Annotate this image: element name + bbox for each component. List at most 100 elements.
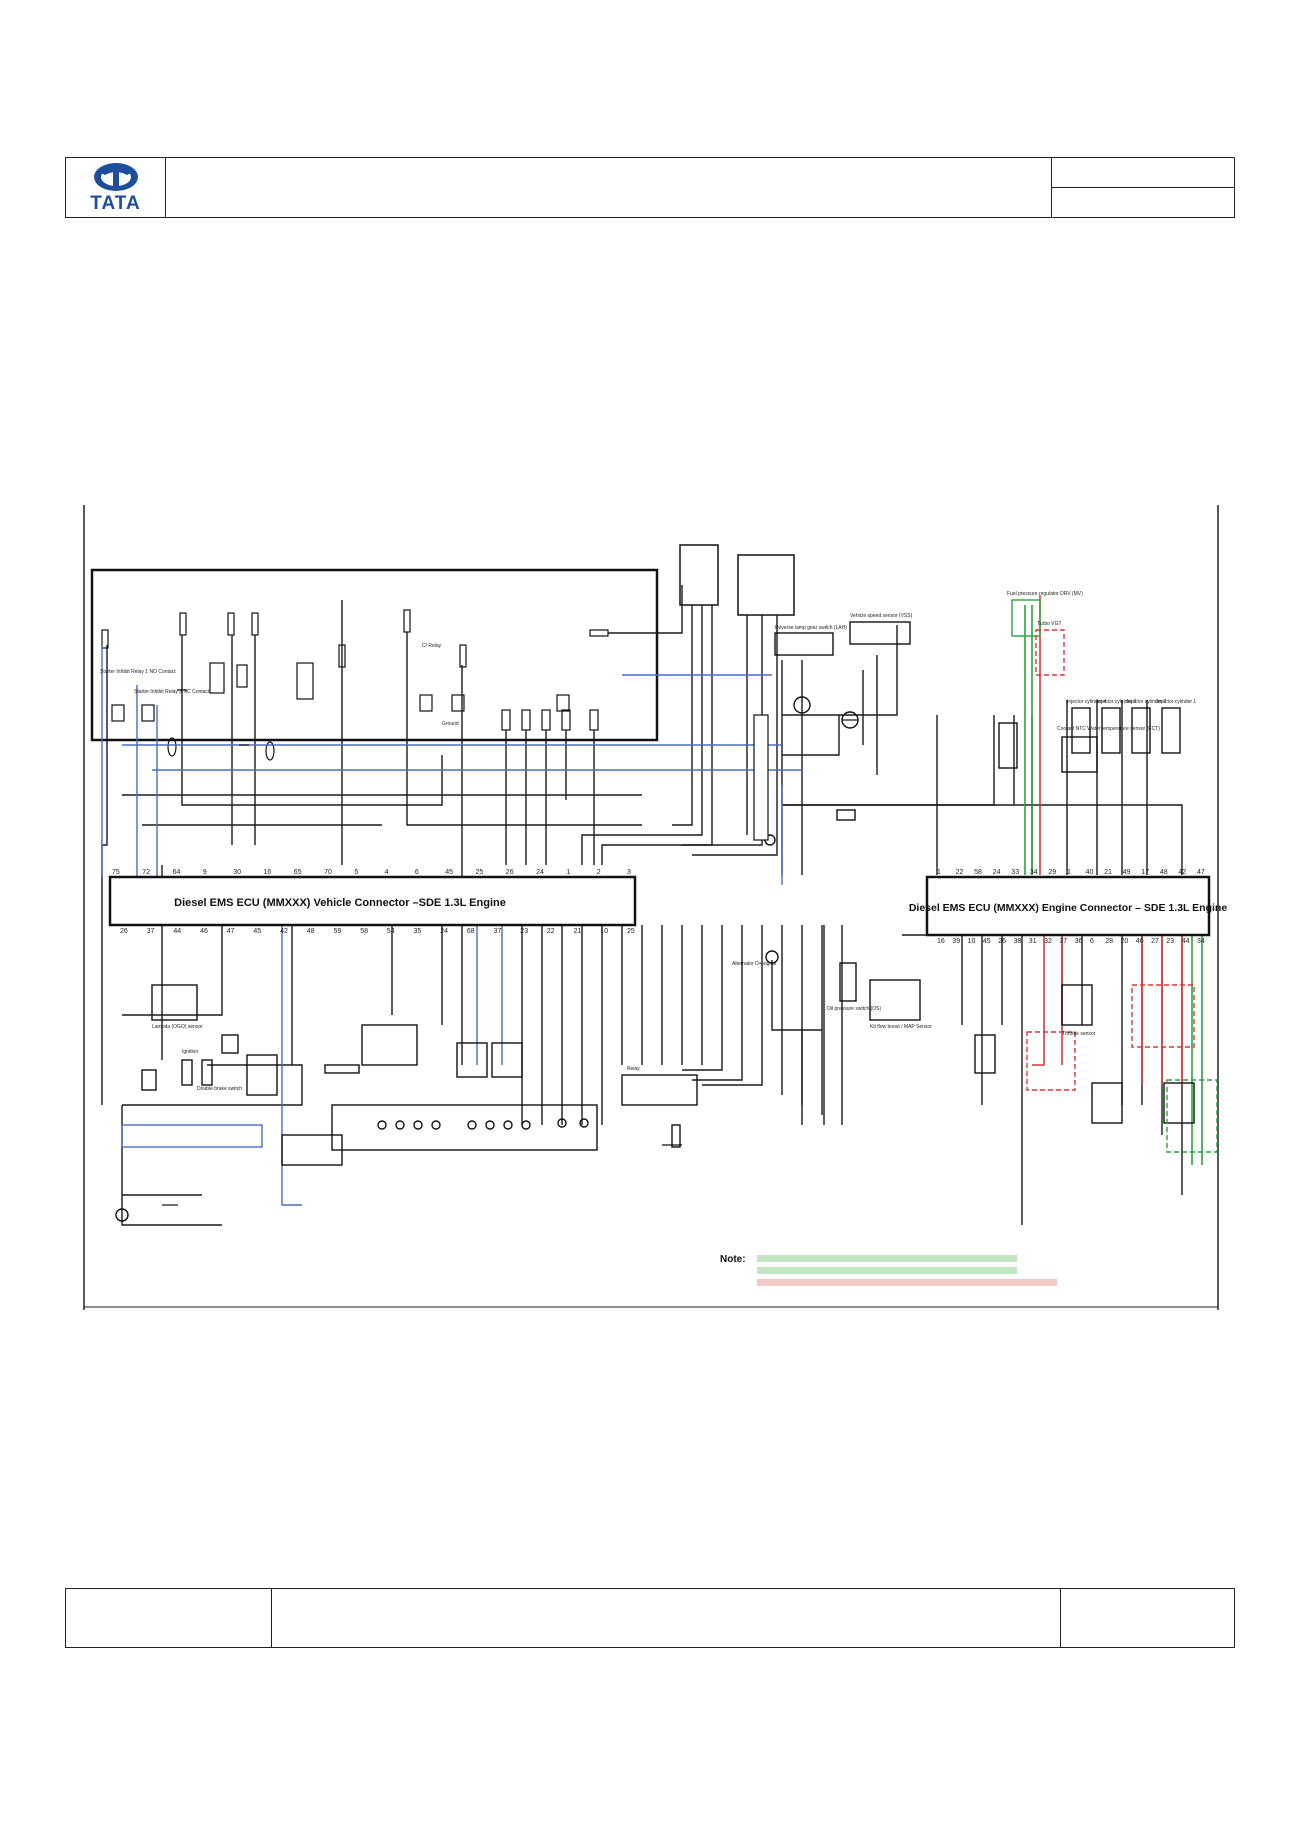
pin-label: 36: [1075, 938, 1083, 945]
pin-label: 1: [1067, 869, 1071, 876]
vehicle-connector-title: Diesel EMS ECU (MMXXX) Vehicle Connector…: [174, 897, 506, 909]
pin-label: 28: [1105, 938, 1113, 945]
connector-junction-box: [753, 714, 769, 841]
pin-label: 2: [597, 869, 601, 876]
alternator-label: Alternator D+ signal: [732, 961, 776, 967]
pin-label: 38: [1014, 938, 1022, 945]
pin-label: 54: [387, 928, 395, 935]
brake-switch-label: Double brake switch: [197, 1086, 242, 1092]
pin-label: 34: [1197, 938, 1205, 945]
pin-label: 24: [440, 928, 448, 935]
document-footer: [65, 1588, 1235, 1648]
pin-label: 39: [952, 938, 960, 945]
pin-label: 9: [203, 869, 207, 876]
pin-label: 6: [415, 869, 419, 876]
pin-label: 40: [1086, 869, 1094, 876]
pin-label: 59: [334, 928, 342, 935]
pin-label: 17: [1141, 869, 1149, 876]
vehicle-connector-box: [108, 875, 637, 927]
pin-label: 1: [566, 869, 570, 876]
pin-label: 70: [324, 869, 332, 876]
pin-label: 16: [264, 869, 272, 876]
pin-label: 72: [142, 869, 150, 876]
engine-connector-box: [925, 875, 1211, 937]
pin-label: 47: [227, 928, 235, 935]
pin-label: 26: [506, 869, 514, 876]
pin-label: 37: [1059, 938, 1067, 945]
pin-label: 58: [974, 869, 982, 876]
tata-logo-icon: [94, 163, 138, 191]
injector-1-label: Injector cylinder 1: [1157, 699, 1196, 705]
vehicle-speed-sensor-label: Vehicle speed sensor (VSS): [850, 613, 913, 619]
throttle-sensor-label: Throttle sensor: [1062, 1031, 1096, 1037]
engine-connector-title: Diesel EMS ECU (MMXXX) Engine Connector …: [909, 902, 1228, 914]
pin-label: 32: [1044, 938, 1052, 945]
footer-left-cell: [66, 1589, 272, 1647]
pin-label: 25: [627, 928, 635, 935]
map-sensor-label: Kit flow boost / MAP Sensor: [870, 1024, 932, 1030]
pin-label: 24: [536, 869, 544, 876]
pin-label: 4: [385, 869, 389, 876]
injector-4-label: Injector cylinder 4: [1067, 699, 1106, 705]
pin-label: 16: [937, 938, 945, 945]
pin-label: 42: [1178, 869, 1186, 876]
pin-label: 24: [993, 869, 1001, 876]
coolant-sensor-label: Coolant NTC Water temperature sensor (EC…: [1057, 726, 1160, 732]
pin-label: 46: [200, 928, 208, 935]
pin-label: 26: [998, 938, 1006, 945]
pin-label: 26: [120, 928, 128, 935]
ignition-label: Ignition: [182, 1049, 198, 1055]
pin-label: 21: [1104, 869, 1112, 876]
injector-3-label: Injector cylinder 3: [1097, 699, 1136, 705]
logo-cell: TATA: [66, 158, 166, 217]
rail-pressure-regulator-label: Fuel pressure regulator DRV (MV): [1007, 591, 1083, 597]
relay-box-label: Relay: [627, 1066, 640, 1072]
pin-label: 44: [173, 928, 181, 935]
header-right-cell: [1051, 158, 1234, 217]
pin-label: 10: [968, 938, 976, 945]
pin-label: 27: [1151, 938, 1159, 945]
pin-label: 64: [173, 869, 181, 876]
brand-wordmark: TATA: [90, 193, 141, 214]
starter-relay-nc-label: Starter Inhibit Relay 2 NC Contact: [134, 689, 210, 695]
pin-label: 48: [307, 928, 315, 935]
pin-label: 23: [1166, 938, 1174, 945]
fuse-relay-box: [90, 568, 659, 742]
pin-label: 65: [294, 869, 302, 876]
pin-label: 47: [1197, 869, 1205, 876]
pin-label: 44: [1182, 938, 1190, 945]
pin-label: 25: [476, 869, 484, 876]
pin-label: 37: [147, 928, 155, 935]
pin-label: 20: [1121, 938, 1129, 945]
ground-label: Ground: [442, 721, 459, 727]
pin-label: 45: [983, 938, 991, 945]
turbo-label: Turbo VGT: [1037, 621, 1062, 627]
pin-label: 29: [1048, 869, 1056, 876]
footer-right-cell: [1060, 1589, 1234, 1647]
pin-label: 10: [600, 928, 608, 935]
relay-label: C/ Relay: [422, 643, 442, 649]
pin-label: 23: [520, 928, 528, 935]
pin-label: 22: [547, 928, 555, 935]
pin-label: 34: [1030, 869, 1038, 876]
pin-label: 58: [360, 928, 368, 935]
lambda-sensor-label: Lambda (OGO) sensor: [152, 1024, 203, 1030]
pin-label: 35: [414, 928, 422, 935]
starter-relay-no-label: Starter Inhibit Relay 1 NO Contact: [100, 669, 176, 675]
pin-label: 33: [1011, 869, 1019, 876]
pin-label: 6: [1090, 938, 1094, 945]
pin-label: 42: [280, 928, 288, 935]
pin-label: 31: [1029, 938, 1037, 945]
pin-label: 68: [467, 928, 475, 935]
relay-top-right-box: [679, 544, 719, 606]
pin-label: 46: [1136, 938, 1144, 945]
reverse-lamp-switch-label: Reverse lamp gear switch (LAH): [775, 625, 847, 631]
pin-label: 49: [1123, 869, 1131, 876]
pin-label: 30: [233, 869, 241, 876]
note-label: Note:: [720, 1254, 746, 1265]
oil-switch-label: Oil pressure switch (OS): [827, 1006, 882, 1012]
sensor-top-box: [737, 554, 795, 616]
pin-label: 3: [627, 869, 631, 876]
pin-label: 21: [574, 928, 582, 935]
pin-label: 45: [253, 928, 261, 935]
